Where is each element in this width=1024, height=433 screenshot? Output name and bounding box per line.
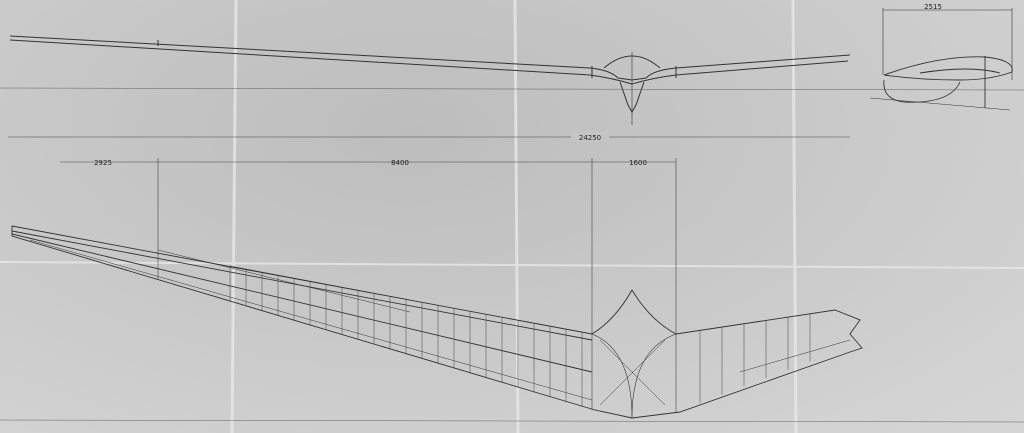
outer-section-dimension-label: 2925 — [94, 159, 112, 167]
center-section-dimension-label: 1600 — [629, 159, 647, 167]
dimension-lines — [0, 87, 1024, 423]
side-profile-view — [869, 8, 1013, 111]
front-view — [9, 35, 851, 125]
mid-section-dimension-label: 8400 — [391, 159, 409, 167]
span-dimension-label: 24250 — [579, 134, 601, 142]
wing-ribs — [229, 266, 811, 407]
profile-chord-dimension-label: 2515 — [924, 3, 942, 11]
plan-view — [11, 225, 863, 419]
